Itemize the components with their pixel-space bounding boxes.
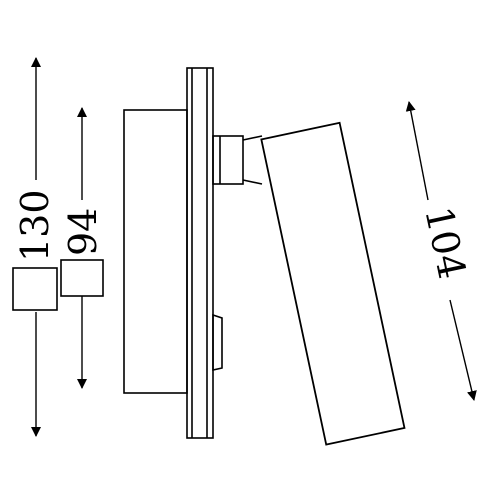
- arm-rod: [242, 135, 263, 141]
- back-box-body: [123, 109, 188, 394]
- back-box: [123, 109, 188, 394]
- wall-plate: [186, 67, 214, 439]
- dimension-outer-height: 130: [12, 57, 58, 437]
- dimension-line-104-lower: [449, 299, 477, 401]
- square-symbol-inner: [60, 259, 104, 297]
- lamp-head: [260, 121, 406, 446]
- wall-plate-outer: [186, 67, 214, 439]
- square-symbol-outer: [12, 267, 58, 311]
- dimension-inner-height: 94: [60, 107, 105, 389]
- arm-rod-lower: [242, 179, 263, 185]
- dimension-head-length: 104: [405, 101, 477, 401]
- arm-bracket: [212, 135, 244, 185]
- dimension-line-104-upper: [405, 101, 429, 201]
- dimension-label-104: 104: [416, 203, 474, 283]
- switch-toggle: [212, 313, 223, 371]
- lamp-head-body: [260, 121, 406, 446]
- dimension-label-94: 94: [61, 208, 105, 256]
- arm-connector: [212, 135, 263, 185]
- dimension-label-130: 130: [13, 189, 57, 262]
